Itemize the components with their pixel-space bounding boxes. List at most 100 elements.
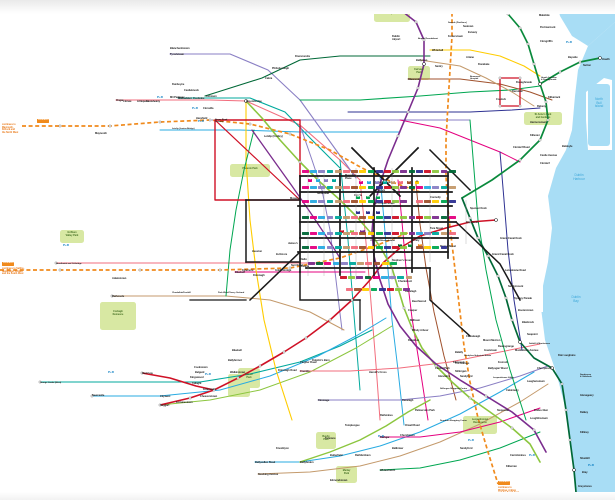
route-badge-cluster[interactable] [318,216,326,220]
station-label-north-32[interactable]: Ballymun [416,59,428,62]
route-badge-cluster[interactable] [357,262,364,266]
park-and-ride-tallaght[interactable]: P+R [205,372,211,376]
route-badge-cluster[interactable] [343,170,350,174]
route-badge-cluster[interactable] [343,200,350,204]
route-badge-cluster[interactable] [378,288,386,292]
route-badge-cluster[interactable] [416,200,423,204]
route-badge-cluster[interactable] [351,186,358,190]
route-badge-cluster[interactable] [318,186,326,190]
route-badge-d1[interactable]: D1 [398,244,403,248]
route-badge-cluster[interactable] [318,170,326,174]
route-badge-cluster[interactable] [343,232,350,236]
route-badge-cluster[interactable] [346,288,353,292]
station-label-south-27[interactable]: Stepaside [497,409,509,412]
station-label-south-19[interactable]: Foxrock [498,361,508,364]
route-badge-cluster[interactable] [387,288,394,292]
route-badge-cluster[interactable] [351,216,358,220]
station-label-west-14[interactable]: Maynooth [95,132,107,135]
station-label-west-7[interactable]: Broombridge [246,100,262,103]
route-badge-cluster[interactable] [432,170,440,174]
station-label-north-13[interactable]: Sutton [583,64,591,67]
route-badge-l1[interactable]: L1 [340,230,345,234]
route-badge-cluster[interactable] [349,262,356,266]
route-badge-cluster[interactable] [448,216,456,220]
station-label-south-25[interactable]: Sandyford Industrial Estate [464,355,492,357]
station-label-south-43[interactable]: Cookstown [194,366,208,369]
park-and-ride-heuston[interactable]: P+R [63,243,69,247]
route-badge-cluster[interactable] [302,170,309,174]
station-label-south-55[interactable]: Grange Castle (West) [40,382,62,384]
station-label-south-14[interactable]: Bray [582,471,588,474]
route-badge-cluster[interactable] [359,216,367,220]
station-label-north-23[interactable]: Clontarf [540,162,550,165]
station-label-south-13[interactable]: Shankill [580,457,590,460]
station-label-west-8[interactable]: Drumcondra [295,55,310,58]
station-label-centre-23[interactable]: Suir Road [291,264,303,267]
route-badge-cluster[interactable] [356,276,364,280]
route-badge-cluster[interactable] [310,170,317,174]
route-badge-cluster[interactable] [400,216,408,220]
station-label-south-5[interactable]: Blackrock [522,321,534,324]
station-label-centre-22[interactable]: Fatima [301,265,310,268]
route-badge-n2[interactable]: N2 [356,196,361,200]
route-badge-cluster[interactable] [408,216,416,220]
station-label-north-33[interactable]: Glasnevin [408,78,420,81]
route-badge-cluster[interactable] [318,232,326,236]
station-label-centre-20[interactable]: James's [288,242,298,245]
park-and-ride-red-cow[interactable]: P+R [108,370,114,374]
station-label-north-16[interactable]: Kilbarrack [548,96,561,99]
route-badge-cluster[interactable] [302,200,309,204]
station-label-west-11[interactable]: Navan Road Parkway [215,119,228,124]
route-badge-cluster[interactable] [351,170,358,174]
route-badge-cluster[interactable] [375,170,383,174]
route-badge-cluster[interactable] [384,246,391,250]
route-badge-cluster[interactable] [440,232,448,236]
station-label-south-58[interactable]: Ballyfermot [228,359,242,362]
station-label-centre-2[interactable]: O'Connell/Westmoreland [370,240,395,242]
route-badge-cluster[interactable] [448,200,456,204]
station-label-south-46[interactable]: Saggart [160,404,170,407]
route-badge-cluster[interactable] [367,170,375,174]
station-label-centre-42[interactable]: Leopardstown Valley [493,377,514,379]
station-label-north-29[interactable]: Beaumont Hospital [470,76,481,81]
route-badge-x1[interactable]: X1 [418,244,423,248]
park-and-ride-carrickmines[interactable]: P+R [588,463,594,467]
station-label-centre-46[interactable]: Cherrywood [537,367,552,370]
station-label-north-30[interactable]: Santry [435,65,443,68]
station-label-south-53[interactable]: Adamstown [112,277,127,280]
station-label-south-68[interactable]: Sandyford [460,447,473,450]
route-badge-cluster[interactable] [326,232,334,236]
station-label-centre-24[interactable]: Goldenbridge [275,269,292,272]
station-label-south-39[interactable]: Dolphin's Barn [312,359,330,362]
route-badge-cluster[interactable] [424,170,431,174]
station-label-centre-9[interactable]: Grand Canal Dock [500,237,522,240]
route-badge-cluster[interactable] [334,170,342,174]
route-badge-s4[interactable]: S4 [366,211,371,215]
route-badge-cluster[interactable] [351,246,358,250]
station-label-west-12[interactable]: Leixlip (Louisa Bridge) [172,128,195,130]
route-badge-cluster[interactable] [343,186,350,190]
route-badge-cluster[interactable] [340,276,347,280]
station-label-south-71[interactable]: Palmerston Park [415,409,435,412]
route-badge-4[interactable]: 4 [332,179,336,183]
route-badge-cluster[interactable] [440,170,448,174]
route-badge-cluster[interactable] [365,262,373,266]
route-badge-cluster[interactable] [372,276,380,280]
route-badge-cluster[interactable] [351,200,358,204]
route-badge-cluster[interactable] [416,216,423,220]
route-badge-cluster[interactable] [326,170,334,174]
route-badge-cluster[interactable] [375,216,383,220]
station-label-south-45[interactable]: Citywest [160,395,171,398]
station-label-centre-35[interactable]: Balally [455,351,464,354]
route-badge-cluster[interactable] [424,200,431,204]
route-badge-cluster[interactable] [384,200,391,204]
station-label-centre-11[interactable]: Mountjoy Place [345,174,357,180]
route-badge-cluster[interactable] [318,200,326,204]
station-label-south-18[interactable]: Stillorgan Shopping Centre [440,388,468,390]
station-label-north-18[interactable]: Harmonstown [530,121,547,124]
station-label-north-8[interactable]: Dublin Airport [392,35,401,41]
route-badge-cluster[interactable] [408,232,416,236]
route-badge-cluster[interactable] [359,186,367,190]
route-badge-cluster[interactable] [424,232,431,236]
route-badge-n6[interactable]: N6 [376,196,381,200]
